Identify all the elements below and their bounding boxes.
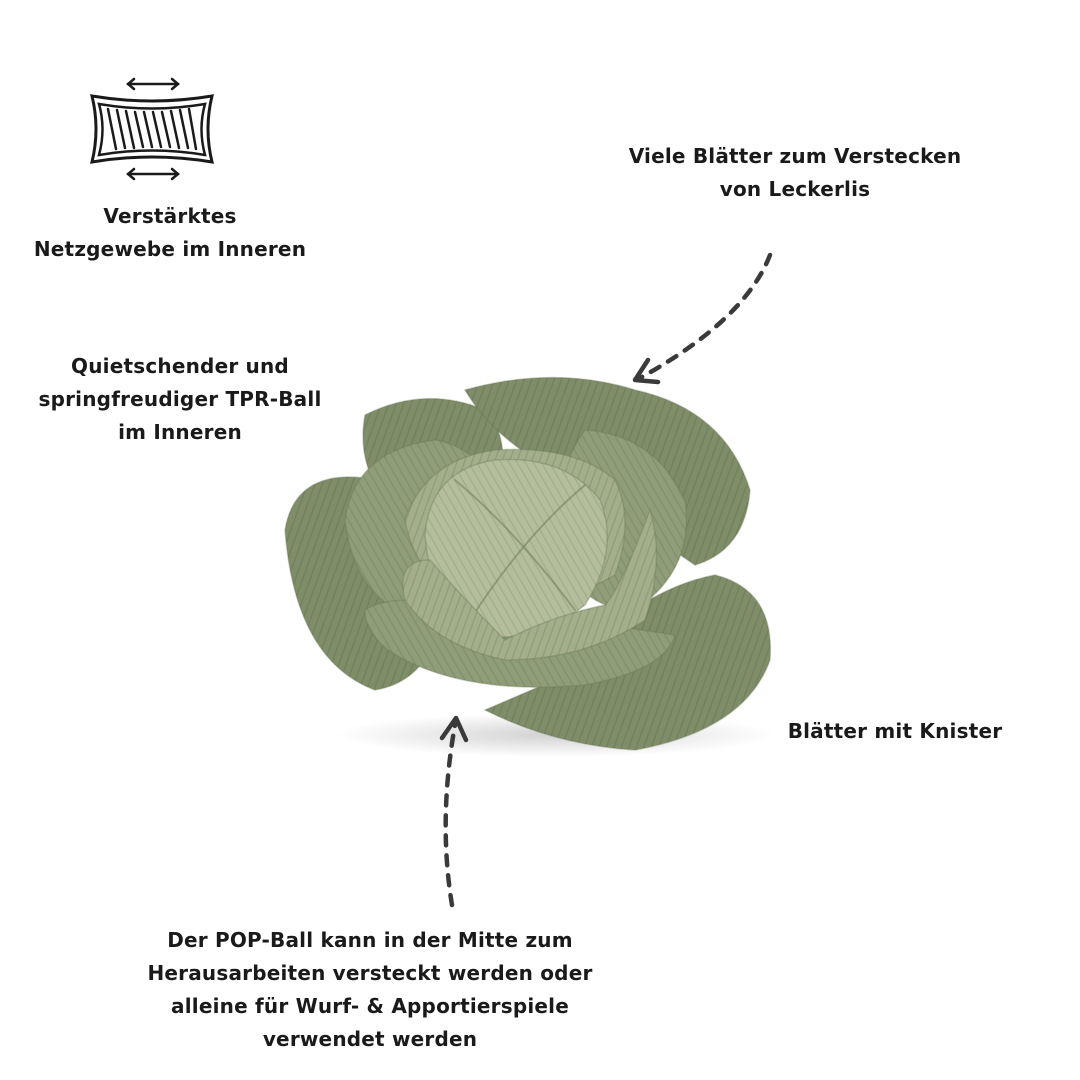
feature-crinkle-label: Blätter mit Knister: [770, 715, 1020, 748]
feature-pop-line: alleine für Wurf- & Apportierspiele: [171, 994, 569, 1018]
feature-mesh-label: Verstärktes Netzgewebe im Inneren: [10, 200, 330, 266]
cabbage-toy-illustration: [255, 360, 785, 760]
feature-mesh-line: Netzgewebe im Inneren: [33, 237, 307, 261]
feature-pop-line: verwendet werden: [262, 1027, 478, 1051]
feature-ball-line: springfreudiger TPR-Ball: [38, 387, 322, 411]
feature-leaves-line: von Leckerlis: [719, 177, 871, 201]
feature-leaves-line: Viele Blätter zum Verstecken: [628, 144, 962, 168]
feature-ball-line: im Inneren: [118, 420, 242, 444]
feature-leaves-label: Viele Blätter zum Verstecken von Leckerl…: [590, 140, 1000, 206]
feature-mesh-line: Verstärktes: [103, 204, 237, 228]
reinforced-mesh-icon: [86, 76, 218, 184]
feature-ball-line: Quietschender und: [71, 354, 289, 378]
feature-pop-line: Der POP-Ball kann in der Mitte zum: [167, 928, 573, 952]
feature-pop-line: Herausarbeiten versteckt werden oder: [147, 961, 593, 985]
feature-pop-label: Der POP-Ball kann in der Mitte zum Herau…: [100, 924, 640, 1056]
feature-ball-label: Quietschender und springfreudiger TPR-Ba…: [10, 350, 350, 449]
feature-crinkle-line: Blätter mit Knister: [787, 719, 1003, 743]
